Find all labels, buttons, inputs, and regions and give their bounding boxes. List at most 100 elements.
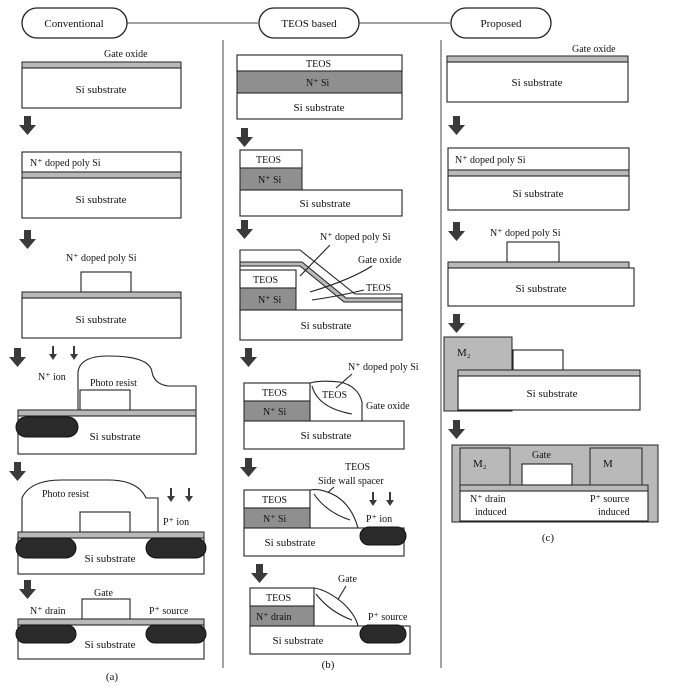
substrate-label: Si substrate (75, 314, 126, 326)
si-substrate (446, 61, 629, 103)
poly-gate (79, 511, 131, 533)
gate-oxide-layer (457, 369, 641, 377)
drain-label: N⁺ drain (470, 494, 506, 505)
p-implant-region (359, 526, 407, 546)
prop-step3: N⁺ doped poly Si Si substrate (447, 228, 635, 307)
resist-label: Photo resist (90, 378, 137, 389)
nsi-label: N⁺ Si (263, 514, 287, 525)
poly-gate (80, 271, 132, 293)
conv-step4: N⁺ ion Photo resist Si substrate (15, 346, 197, 455)
gate-oxide-layer (447, 261, 630, 269)
substrate-label: Si substrate (293, 102, 344, 114)
pointer-line (335, 373, 353, 389)
gate-oxide-layer (21, 61, 182, 69)
ion-arrow-icon (185, 488, 193, 502)
substrate-label: Si substrate (299, 198, 350, 210)
m2-label: M₂ (473, 458, 487, 470)
conv-step6: Gate N⁺ drain P⁺ source Si substrate (15, 588, 207, 660)
gate-oxide-layer (447, 169, 630, 177)
gate-label: Gate (94, 588, 113, 599)
si-substrate (239, 189, 403, 217)
down-arrow-icon (236, 220, 253, 239)
spacer-contour (315, 593, 353, 621)
si-substrate (447, 175, 630, 211)
poly-label: N⁺ doped poly Si (66, 253, 137, 264)
ion-label: N⁺ ion (38, 372, 66, 383)
si-substrate (236, 92, 403, 120)
si-substrate (21, 67, 182, 109)
p-source-region (145, 624, 207, 644)
gate-spacer (313, 587, 359, 627)
down-arrow-icon (448, 116, 465, 135)
down-arrow-icon (19, 230, 36, 249)
conv-step3: N⁺ doped poly Si Si substrate (21, 253, 182, 339)
prop-step5: M₂ Gate M N⁺ drain induced P⁺ source ind… (451, 444, 659, 523)
down-arrow-icon (251, 564, 268, 583)
gate-oxide-layer (17, 409, 197, 417)
header-conventional (21, 7, 128, 39)
pointer-line (309, 265, 373, 293)
teos-step6: Gate TEOS N⁺ drain P⁺ source Si substrat… (249, 574, 411, 655)
drain-label: N⁺ drain (30, 606, 66, 617)
down-arrow-icon (236, 128, 253, 147)
conv-step1: Gate oxide Si substrate (21, 49, 182, 109)
side-wall-spacer (309, 489, 359, 529)
source-label: P⁺ source (149, 606, 189, 617)
pointer-line (299, 244, 331, 277)
substrate-label: Si substrate (75, 84, 126, 96)
nsi-label: N⁺ Si (258, 175, 282, 186)
substrate-label: Si substrate (515, 283, 566, 295)
down-arrow-icon (448, 314, 465, 333)
poly-label: N⁺ doped poly Si (490, 228, 561, 239)
gate-oxide-layer (17, 618, 205, 626)
teos-top-label: TEOS (345, 462, 370, 473)
gate-oxide-label: Gate oxide (104, 49, 148, 60)
header-proposed (450, 7, 552, 39)
poly-gate (506, 241, 560, 263)
si-substrate (459, 490, 649, 522)
teos-label: TEOS (306, 59, 331, 70)
teos-label: TEOS (262, 388, 287, 399)
teos-label: TEOS (253, 275, 278, 286)
header-proposed-label: Proposed (481, 18, 522, 30)
header-teos-label: TEOS based (281, 18, 337, 30)
ion-arrow-icon (167, 488, 175, 502)
spacer-label: Side wall spacer (318, 476, 384, 487)
m2-metal (459, 447, 511, 486)
substrate-label: Si substrate (526, 388, 577, 400)
poly-label: N⁺ doped poly Si (455, 155, 526, 166)
n-implant-region (15, 416, 79, 438)
ion-arrow-icon (369, 492, 377, 506)
nsi-label: N⁺ Si (306, 78, 330, 89)
poly-gate (79, 389, 131, 411)
teos-step5: TEOS Side wall spacer TEOS N⁺ Si P⁺ ion … (243, 462, 407, 557)
down-arrow-icon (19, 580, 36, 599)
n-implant-region (15, 537, 77, 559)
source-label: P⁺ source (590, 494, 630, 505)
teos-label: TEOS (262, 495, 287, 506)
m-metal (589, 447, 643, 486)
gate-label: Gate (532, 450, 551, 461)
m2-label: M₂ (457, 347, 471, 359)
gate-oxide-layer (446, 55, 629, 63)
source-label: P⁺ source (368, 612, 408, 623)
gate-oxide-label: Gate oxide (572, 44, 616, 55)
substrate-label: Si substrate (511, 77, 562, 89)
resist-label: Photo resist (42, 489, 89, 500)
down-arrow-icon (9, 462, 26, 481)
teos-label: TEOS (256, 155, 281, 166)
down-arrow-icon (448, 222, 465, 241)
si-substrate (21, 297, 182, 339)
poly-gate (512, 349, 564, 371)
substrate-label: Si substrate (300, 320, 351, 332)
p-source-region (359, 624, 407, 644)
teos-step3: TEOS N⁺ Si Si substrate N⁺ doped poly Si… (239, 232, 403, 341)
spacer-contour (313, 493, 351, 521)
gate-oxide-layer (459, 484, 649, 492)
gate-oxide-label: Gate oxide (366, 401, 410, 412)
substrate-label: Si substrate (84, 639, 135, 651)
substrate-label: Si substrate (89, 431, 140, 443)
conv-step5: Photo resist P⁺ ion Si substrate (15, 479, 207, 575)
teos-label: TEOS (266, 593, 291, 604)
